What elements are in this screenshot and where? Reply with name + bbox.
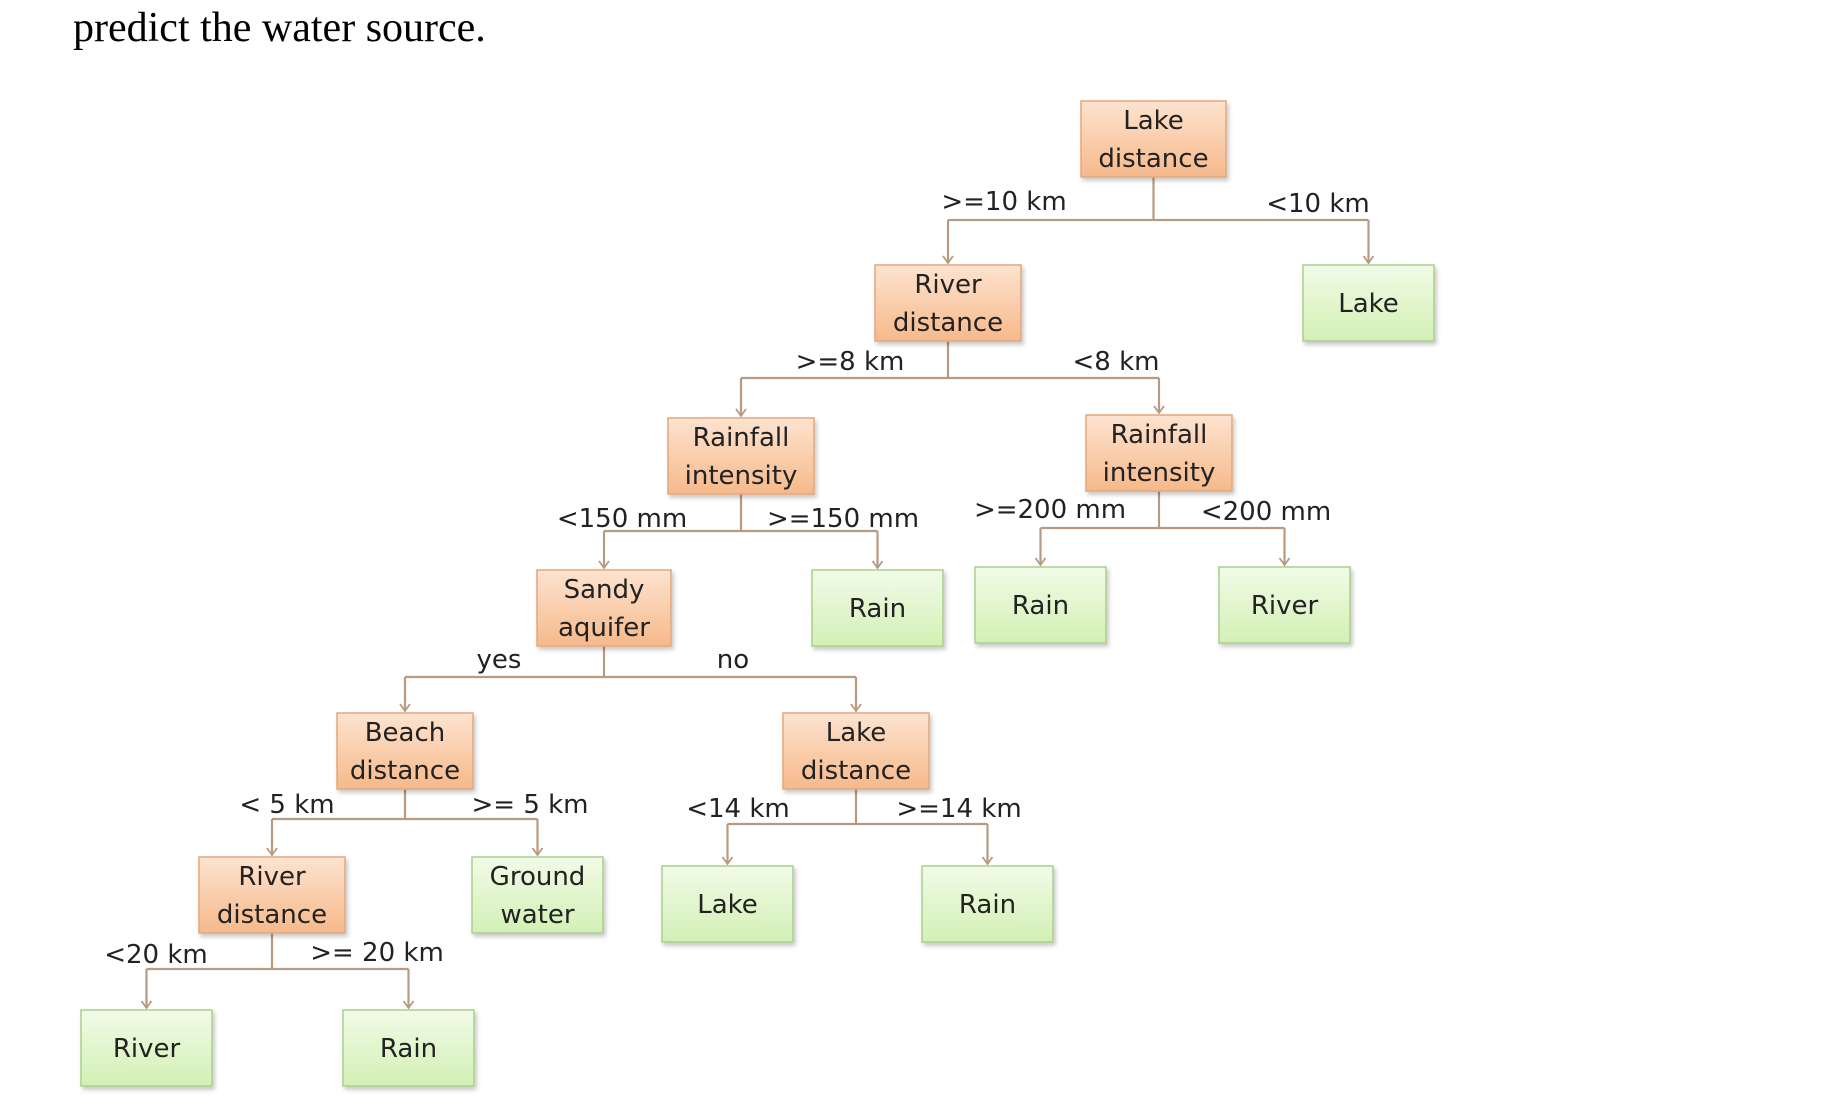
node-label: distance	[217, 900, 327, 930]
edge-lake-distance-root-to-river-distance-1: >=10 km	[941, 177, 1155, 265]
node-box	[342, 1009, 475, 1087]
node-box	[198, 856, 346, 934]
decision-node-sandy-aquifer: Sandy aquifer	[536, 569, 672, 647]
node-label: distance	[1098, 144, 1208, 174]
node-box	[1218, 566, 1351, 644]
node-label: Beach	[365, 718, 446, 748]
leaf-node-ground-water-leaf: Ground water	[471, 856, 604, 934]
node-label: River	[113, 1034, 181, 1064]
node-label: aquifer	[558, 613, 650, 643]
leaf-node-rain-leaf-2: Rain	[974, 566, 1107, 644]
decision-node-lake-distance-root: Lake distance	[1080, 100, 1227, 178]
edge-sandy-aquifer-to-beach-distance: yes	[399, 645, 606, 713]
leaf-node-lake-leaf-1: Lake	[1302, 264, 1435, 342]
node-box	[1085, 414, 1233, 492]
edge-label: <150 mm	[557, 504, 687, 534]
node-label: distance	[350, 756, 460, 786]
edge-rainfall-intensity-2-to-rain-leaf-2: >=200 mm	[974, 491, 1161, 567]
edge-label: <8 km	[1073, 347, 1160, 377]
edge-lake-distance-2-to-lake-leaf-2: <14 km	[686, 789, 858, 866]
node-box	[921, 865, 1054, 943]
edge-label: <200 mm	[1201, 497, 1331, 527]
edge-label: >= 20 km	[310, 938, 444, 968]
leaf-node-lake-leaf-2: Lake	[661, 865, 794, 943]
node-label: Sandy	[564, 575, 645, 605]
node-box	[471, 856, 604, 934]
node-box	[661, 865, 794, 943]
node-label: distance	[801, 756, 911, 786]
node-label: Rain	[959, 890, 1016, 920]
edge-river-distance-1-to-rainfall-intensity-1: >=8 km	[735, 341, 950, 418]
edge-label: no	[717, 645, 749, 675]
node-label: Rainfall	[693, 423, 790, 453]
node-box	[874, 264, 1022, 342]
edge-river-distance-2-to-river-leaf-2: <20 km	[104, 933, 274, 1010]
node-label: Rainfall	[1111, 420, 1208, 450]
node-label: River	[238, 862, 306, 892]
decision-node-river-distance-2: River distance	[198, 856, 346, 934]
node-label: water	[500, 900, 574, 930]
edge-label: < 5 km	[239, 790, 334, 820]
node-label: Lake	[1338, 289, 1399, 319]
leaf-node-river-leaf-2: River	[80, 1009, 213, 1087]
node-box	[536, 569, 672, 647]
decision-node-rainfall-intensity-2: Rainfall intensity	[1085, 414, 1233, 492]
node-label: Ground	[490, 862, 586, 892]
node-label: Rain	[849, 594, 906, 624]
node-layer: LakedistanceRiverdistanceLakeRainfallint…	[80, 100, 1435, 1087]
node-box	[1302, 264, 1435, 342]
edge-rainfall-intensity-1-to-sandy-aquifer: <150 mm	[557, 494, 743, 570]
node-label: intensity	[685, 461, 798, 491]
node-box	[811, 569, 944, 647]
edge-beach-distance-to-ground-water-leaf: >= 5 km	[405, 790, 589, 857]
node-label: Rain	[380, 1034, 437, 1064]
node-label: Rain	[1012, 591, 1069, 621]
node-label: Lake	[826, 718, 887, 748]
page-heading: predict the water source.	[73, 5, 486, 51]
edge-sandy-aquifer-to-lake-distance-2: no	[604, 645, 862, 713]
decision-node-beach-distance: Beach distance	[336, 712, 474, 790]
edge-label: >=150 mm	[767, 504, 919, 534]
edge-river-distance-2-to-rain-leaf-4: >= 20 km	[272, 938, 444, 1010]
node-label: distance	[893, 308, 1003, 338]
edge-beach-distance-to-river-distance-2: < 5 km	[239, 789, 407, 857]
edge-label: >=10 km	[941, 187, 1066, 217]
node-box	[80, 1009, 213, 1087]
edge-label: >=14 km	[896, 794, 1021, 824]
edge-lake-distance-root-to-lake-leaf-1: <10 km	[1153, 189, 1375, 265]
node-box	[782, 712, 930, 790]
node-box	[1080, 100, 1227, 178]
edge-label: >=200 mm	[974, 495, 1126, 525]
leaf-node-rain-leaf-4: Rain	[342, 1009, 475, 1087]
node-label: River	[1251, 591, 1319, 621]
node-label: Lake	[697, 890, 758, 920]
edge-label: <10 km	[1266, 189, 1370, 219]
leaf-node-river-leaf-1: River	[1218, 566, 1351, 644]
node-box	[974, 566, 1107, 644]
leaf-node-rain-leaf-1: Rain	[811, 569, 944, 647]
edge-rainfall-intensity-1-to-rain-leaf-1: >=150 mm	[741, 504, 919, 570]
connector-layer: >=10 km <10 km >=8 km <8 km <150 mm >=150 mm >…	[104, 177, 1375, 1010]
edge-rainfall-intensity-2-to-river-leaf-1: <200 mm	[1159, 497, 1331, 567]
leaf-node-rain-leaf-3: Rain	[921, 865, 1054, 943]
node-box	[336, 712, 474, 790]
edge-label: >=8 km	[796, 347, 905, 377]
node-label: intensity	[1103, 458, 1216, 488]
node-label: Lake	[1123, 106, 1184, 136]
edge-label: >= 5 km	[471, 790, 588, 820]
decision-node-rainfall-intensity-1: Rainfall intensity	[667, 417, 815, 495]
node-label: River	[914, 270, 982, 300]
decision-node-river-distance-1: River distance	[874, 264, 1022, 342]
edge-label: <20 km	[104, 940, 208, 970]
edge-label: <14 km	[686, 794, 790, 824]
edge-lake-distance-2-to-rain-leaf-3: >=14 km	[856, 794, 1022, 866]
edge-label: yes	[477, 645, 522, 675]
decision-node-lake-distance-2: Lake distance	[782, 712, 930, 790]
edge-river-distance-1-to-rainfall-intensity-2: <8 km	[948, 347, 1165, 415]
node-box	[667, 417, 815, 495]
